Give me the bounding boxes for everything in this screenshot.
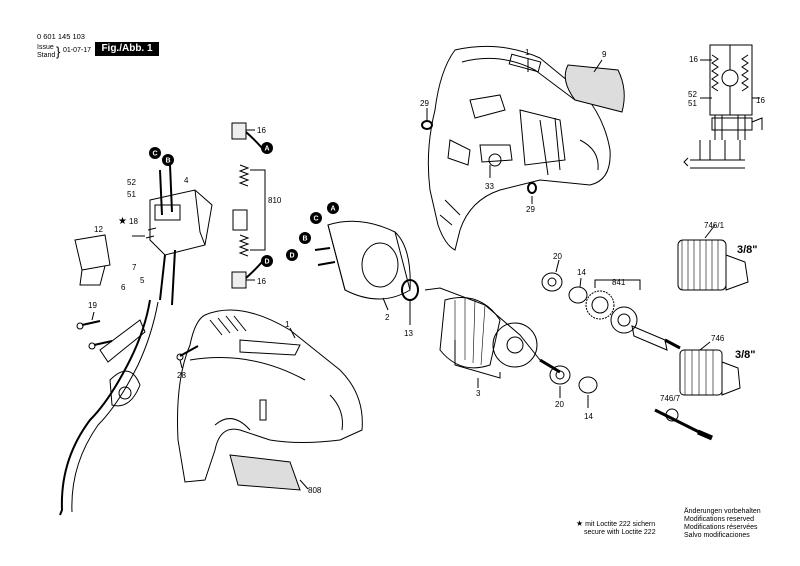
wire-marker-a-stator: A xyxy=(327,202,339,214)
callout-6: 6 xyxy=(121,283,126,292)
callout-841: 841 xyxy=(612,278,626,287)
wire-marker-b-switch: B xyxy=(162,154,174,166)
figure-label: Fig./Abb. 1 xyxy=(95,42,159,56)
callout-14-bottom: 14 xyxy=(584,412,593,421)
housing-half-top xyxy=(427,45,611,251)
switch-assembly xyxy=(149,164,213,306)
screws-19 xyxy=(76,320,113,350)
wiring-callout-16-left: 16 xyxy=(689,55,698,64)
carbon-brush-bottom xyxy=(231,261,263,289)
modifications-note-es: Salvo modificaciones xyxy=(684,532,750,539)
carbon-brush-top xyxy=(231,122,263,149)
spring-set-810 xyxy=(232,164,266,257)
svg-text:D: D xyxy=(290,253,295,260)
loctite-note: ★ mit Loctite 222 sichern secure with Lo… xyxy=(576,520,656,537)
star-icon: ★ xyxy=(576,519,584,528)
wiring-callout-52: 52 xyxy=(688,90,697,99)
wiring-callout-51: 51 xyxy=(688,99,697,108)
callout-810: 810 xyxy=(268,196,282,205)
bushing-14-top xyxy=(568,286,588,304)
callout-13: 13 xyxy=(404,329,413,338)
callout-52: 52 xyxy=(127,178,136,187)
modifications-note-fr: Modifications réservées xyxy=(684,524,758,531)
callout-29-bottom: 29 xyxy=(526,205,535,214)
wire-marker-d-brush: D xyxy=(261,255,273,267)
svg-text:C: C xyxy=(153,151,158,158)
svg-text:A: A xyxy=(331,206,336,213)
cable-guard xyxy=(99,319,146,407)
wiring-schematic xyxy=(683,44,763,169)
modifications-note-en: Modifications reserved xyxy=(684,516,755,523)
star-marker: ★ xyxy=(118,216,127,227)
issue-date: 01-07-17 xyxy=(63,47,92,54)
callout-18: 18 xyxy=(129,217,138,226)
screw-28 xyxy=(176,345,199,361)
wire-marker-a-brush: A xyxy=(261,142,273,154)
modifications-note-de: Änderungen vorbehalten xyxy=(684,508,761,515)
callout-20-bottom: 20 xyxy=(555,400,564,409)
wire-marker-c-switch: C xyxy=(149,147,161,159)
chuck-size-top: 3/8" xyxy=(737,244,758,256)
callout-28: 28 xyxy=(177,371,186,380)
svg-text:C: C xyxy=(314,216,319,223)
bearing-20-bottom xyxy=(549,365,571,385)
armature xyxy=(424,287,561,374)
wiring-callout-16-right: 16 xyxy=(756,96,765,105)
callout-1-bottom: 1 xyxy=(285,320,290,329)
chuck-keyed xyxy=(679,349,741,396)
callout-808: 808 xyxy=(308,486,322,495)
o-ring-29-bottom xyxy=(527,182,537,194)
callout-5: 5 xyxy=(140,276,145,285)
wire-marker-d-stator: D xyxy=(286,249,298,261)
svg-text:A: A xyxy=(265,146,270,153)
housing-half-bottom xyxy=(177,309,363,483)
callout-4: 4 xyxy=(184,176,189,185)
part-number: 0 601 145 103 xyxy=(37,32,85,41)
bearing-20-top xyxy=(541,272,563,292)
callout-1-top: 1 xyxy=(525,48,530,57)
bushing-14-bottom xyxy=(578,376,598,394)
callout-16-bottom: 16 xyxy=(257,277,266,286)
callout-746-1: 746/1 xyxy=(704,221,725,230)
field-stator xyxy=(314,220,411,300)
gear-set-841 xyxy=(585,290,681,351)
callout-746-7: 746/7 xyxy=(660,394,681,403)
callout-16-top: 16 xyxy=(257,126,266,135)
nameplate-808 xyxy=(229,454,301,491)
chuck-keyless xyxy=(677,239,749,291)
svg-text:B: B xyxy=(166,158,171,165)
svg-text:D: D xyxy=(265,259,270,266)
nameplate xyxy=(564,64,625,113)
brace-icon: } xyxy=(56,44,61,59)
o-ring-29-top xyxy=(421,120,433,130)
callout-12: 12 xyxy=(94,225,103,234)
power-cable xyxy=(59,299,159,516)
callout-2: 2 xyxy=(385,313,390,322)
wire-marker-c-stator: C xyxy=(310,212,322,224)
callout-20-top: 20 xyxy=(553,252,562,261)
chuck-key xyxy=(654,408,713,441)
loctite-note-en: secure with Loctite 222 xyxy=(584,529,656,536)
chuck-size-bottom: 3/8" xyxy=(735,349,756,361)
callout-19: 19 xyxy=(88,301,97,310)
callout-29-top: 29 xyxy=(420,99,429,108)
callout-51: 51 xyxy=(127,190,136,199)
modifications-note: Änderungen vorbehalten Modifications res… xyxy=(684,508,761,540)
callout-7: 7 xyxy=(132,263,137,272)
svg-text:B: B xyxy=(303,236,308,243)
capacitor-12 xyxy=(74,234,111,286)
callout-746: 746 xyxy=(711,334,725,343)
stand-label: Stand xyxy=(37,52,56,59)
callout-3: 3 xyxy=(476,389,481,398)
loctite-note-de: mit Loctite 222 sichern xyxy=(585,521,656,528)
callout-9: 9 xyxy=(602,50,607,59)
issue-label: Issue xyxy=(37,44,54,51)
callout-14-top: 14 xyxy=(577,268,586,277)
callout-33: 33 xyxy=(485,182,494,191)
wire-marker-b-stator: B xyxy=(299,232,311,244)
